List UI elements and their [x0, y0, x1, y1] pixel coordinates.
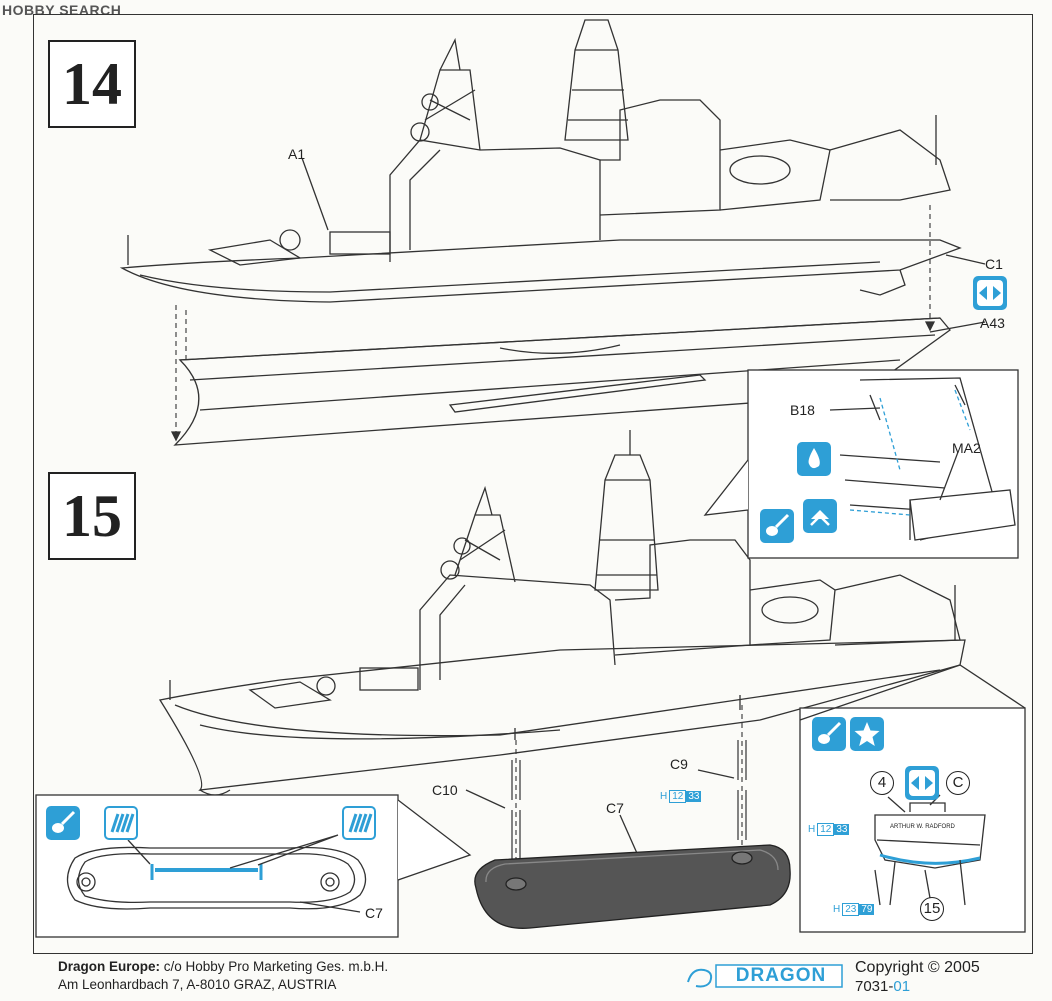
part-label-c7-detail: C7	[365, 905, 383, 921]
footer-street: Am Leonhardbach 7, A-8010 GRAZ, AUSTRIA	[58, 977, 337, 992]
dragon-logo-text: DRAGON	[735, 965, 827, 986]
dragon-logo: DRAGON	[686, 962, 844, 990]
part-label-c10: C10	[432, 782, 458, 798]
water-drop-icon	[797, 442, 831, 476]
hatched-paint-icon	[342, 806, 376, 840]
glue-brush-icon	[46, 806, 80, 840]
part-label-a43: A43	[980, 315, 1005, 331]
hatched-paint-icon	[104, 806, 138, 840]
instruction-frame	[33, 14, 1033, 954]
part-label-ma2: MA2	[952, 440, 981, 456]
glue-brush-icon	[812, 717, 846, 751]
glue-brush-icon	[760, 509, 794, 543]
nameplate-text: ARTHUR W. RADFORD	[890, 824, 955, 830]
step-14-number: 14	[48, 40, 136, 128]
part-label-c7-stand: C7	[606, 800, 624, 816]
part-label-b18: B18	[790, 402, 815, 418]
kit-code: 7031-01	[855, 978, 911, 995]
part-label-a1: A1	[288, 146, 306, 162]
star-decal-icon	[850, 717, 884, 751]
copyright-block: Copyright © 2005 7031-01	[855, 958, 980, 996]
callout-part-4: 4	[870, 771, 894, 795]
apply-up-icon	[803, 499, 837, 533]
footer-company-rest: c/o Hobby Pro Marketing Ges. m.b.H.	[160, 959, 389, 974]
step14-upper-hull	[119, 19, 962, 354]
part-label-c1: C1	[985, 256, 1003, 272]
swap-sides-icon	[905, 766, 939, 800]
step15-hull	[158, 430, 966, 796]
step-15-number: 15	[48, 472, 136, 560]
callout-sprue-c: C	[946, 771, 970, 795]
part-label-c9: C9	[670, 756, 688, 772]
callout-step-15: 15	[920, 897, 944, 921]
footer-company-name: Dragon Europe:	[58, 959, 161, 974]
copyright-text: Copyright © 2005	[855, 959, 980, 976]
swap-sides-icon	[973, 276, 1007, 310]
footer-address: Dragon Europe: c/o Hobby Pro Marketing G…	[58, 958, 388, 994]
